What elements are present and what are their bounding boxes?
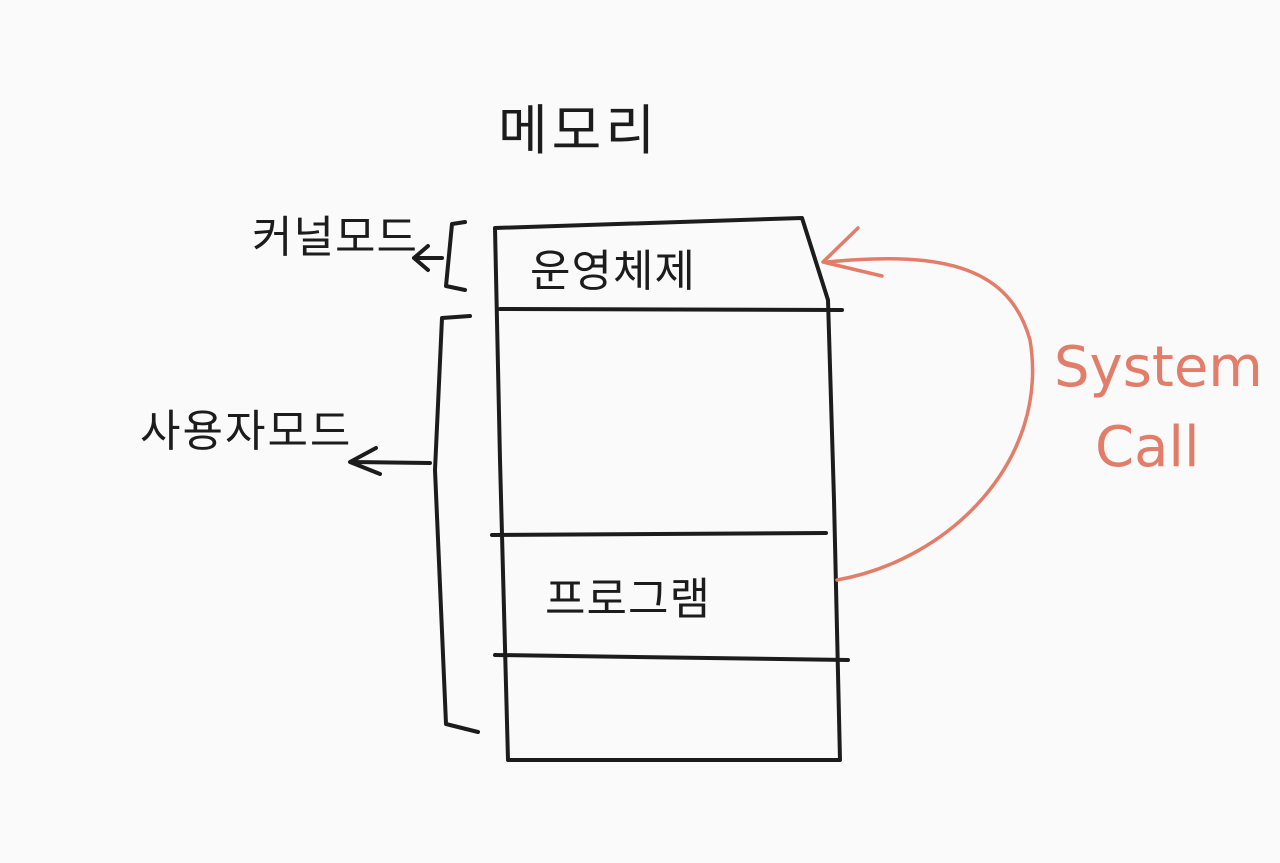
system-call-arrowhead [821,226,884,278]
system-call-label-line1: System [1054,335,1263,400]
user-mode-arrow [348,446,432,476]
user-mode-bracket [433,314,480,734]
user-mode-label: 사용자모드 [140,406,353,457]
divider-program-bottom [493,653,850,662]
diagram-title: 메모리 [498,99,660,162]
kernel-mode-bracket [444,220,467,292]
program-label: 프로그램 [545,574,711,625]
operating-system-label: 운영체제 [530,246,696,297]
system-call-label-line2: Call [1095,415,1200,480]
divider-os [498,307,844,312]
kernel-mode-label: 커널모드 [252,212,418,263]
divider-program-top [490,531,828,537]
system-call-arrow [825,256,1035,582]
memory-block-outline [493,216,842,762]
kernel-mode-arrow [412,244,444,272]
